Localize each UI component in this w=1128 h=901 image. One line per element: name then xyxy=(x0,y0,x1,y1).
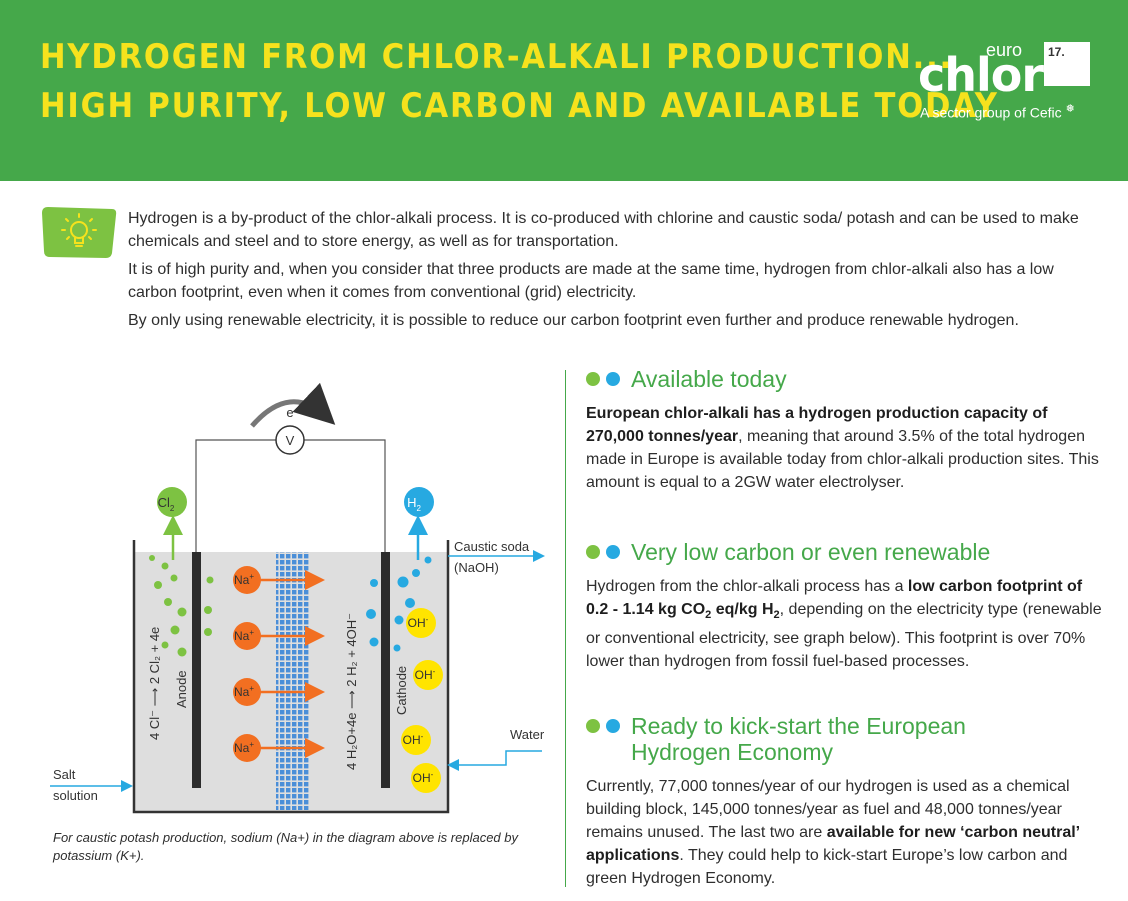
cl2-sub: 2 xyxy=(170,504,175,513)
blue-bullet-icon xyxy=(606,372,620,386)
hydroxide-ions: OH- OH- OH- OH- xyxy=(401,608,443,793)
cl2-label: Cl xyxy=(158,495,170,510)
svg-text:Na+: Na+ xyxy=(234,572,254,587)
logo-badge-text: 17. xyxy=(1048,45,1065,59)
svg-text:OH-: OH- xyxy=(415,667,436,682)
page-title-line-2: HIGH PURITY, LOW CARBON AND AVAILABLE TO… xyxy=(40,86,999,126)
logo-chlor-text: chlor xyxy=(918,48,1044,102)
cathode-electrode xyxy=(381,552,390,788)
hydrogen-gas-bubble xyxy=(404,487,434,517)
water-label: Water xyxy=(510,727,545,742)
lightbulb-icon xyxy=(42,207,117,258)
section-body: European chlor-alkali has a hydrogen pro… xyxy=(586,402,1106,494)
intro-paragraph-3: By only using renewable electricity, it … xyxy=(128,312,1019,329)
page-title-line-1: HYDROGEN FROM CHLOR-ALKALI PRODUCTION... xyxy=(40,37,953,77)
logo-badge: 17. xyxy=(1044,42,1090,86)
svg-text:Na+: Na+ xyxy=(234,628,254,643)
h2-sub: 2 xyxy=(416,504,421,513)
h2-label: H xyxy=(407,495,416,510)
electron-flow-arrow xyxy=(250,382,336,428)
intro-paragraph-1: Hydrogen is a by-product of the chlor-al… xyxy=(128,210,1079,250)
caustic-soda-label: Caustic soda xyxy=(454,539,530,554)
section-title: Very low carbon or even renewable xyxy=(631,539,991,565)
logo-euro-text: euro xyxy=(986,40,1023,60)
sodium-ions: Na+ Na+ Na+ Na+ xyxy=(233,566,325,762)
header-banner: HYDROGEN FROM CHLOR-ALKALI PRODUCTION...… xyxy=(0,0,1128,181)
electron-label: e xyxy=(286,405,293,420)
section-available-today: Available today European chlor-alkali ha… xyxy=(586,366,1106,494)
section-body: Currently, 77,000 tonnes/year of our hyd… xyxy=(586,778,1080,887)
green-bullet-icon xyxy=(586,545,600,559)
svg-text:OH-: OH- xyxy=(408,615,429,630)
cathode-reaction: 4 H₂O+4e ⟶ 2 H₂ + 4OH⁻ xyxy=(344,613,359,770)
membrane xyxy=(276,552,310,810)
svg-text:Cl2: Cl2 xyxy=(158,495,175,513)
salt-label: Salt xyxy=(53,767,76,782)
voltmeter-label: V xyxy=(286,433,295,448)
salt-solution-label: solution xyxy=(53,788,98,803)
blue-bullet-icon xyxy=(606,719,620,733)
section-body-bold: available for new ‘carbon neutral’ appli… xyxy=(586,824,1080,864)
anode-label: Anode xyxy=(174,670,189,708)
section-body-rest: , meaning that around 3.5% of the total … xyxy=(586,428,1099,491)
chlor-alkali-cell-diagram: V e Cl2 H2 Na+ Na+ Na+ Na+ xyxy=(50,382,545,814)
caustic-soda-formula: (NaOH) xyxy=(454,560,499,575)
logo-tagline: A sector group of Cefic ❅ xyxy=(920,102,1075,121)
section-low-carbon: Very low carbon or even renewable Hydrog… xyxy=(586,539,1106,673)
section-body-bold: European chlor-alkali has a hydrogen pro… xyxy=(586,405,1048,445)
cathode-label: Cathode xyxy=(394,666,409,715)
column-divider xyxy=(565,370,566,887)
green-bullet-icon xyxy=(586,719,600,733)
section-title: Available today xyxy=(631,366,787,392)
voltmeter xyxy=(275,425,305,455)
diagram-caption: For caustic potash production, sodium (N… xyxy=(53,830,518,863)
section-body: Hydrogen from the chlor-alkali process h… xyxy=(586,578,1102,671)
chlorine-gas-bubble xyxy=(157,487,187,517)
blue-bullet-icon xyxy=(606,545,620,559)
intro-paragraph-2: It is of high purity and, when you consi… xyxy=(128,261,1054,301)
svg-text:Na+: Na+ xyxy=(234,740,254,755)
anode-reaction: 4 Cl⁻ ⟶ 2 Cl₂ + 4e xyxy=(147,627,162,740)
cefic-flake-icon: ❅ xyxy=(1065,103,1075,115)
logo-tagline-text: A sector group of Cefic xyxy=(920,104,1062,121)
anode-electrode xyxy=(192,552,201,788)
svg-text:H2: H2 xyxy=(407,495,421,513)
eurochlor-logo[interactable]: euro chlor 17. A sector group of Cefic ❅ xyxy=(918,40,1098,130)
svg-text:OH-: OH- xyxy=(413,770,434,785)
section-body-bold: low carbon footprint of 0.2 - 1.14 kg CO… xyxy=(586,578,1083,622)
green-bullet-icon xyxy=(586,372,600,386)
svg-text:Na+: Na+ xyxy=(234,684,254,699)
intro-text: Hydrogen is a by-product of the chlor-al… xyxy=(128,207,1098,337)
svg-text:OH-: OH- xyxy=(403,732,424,747)
